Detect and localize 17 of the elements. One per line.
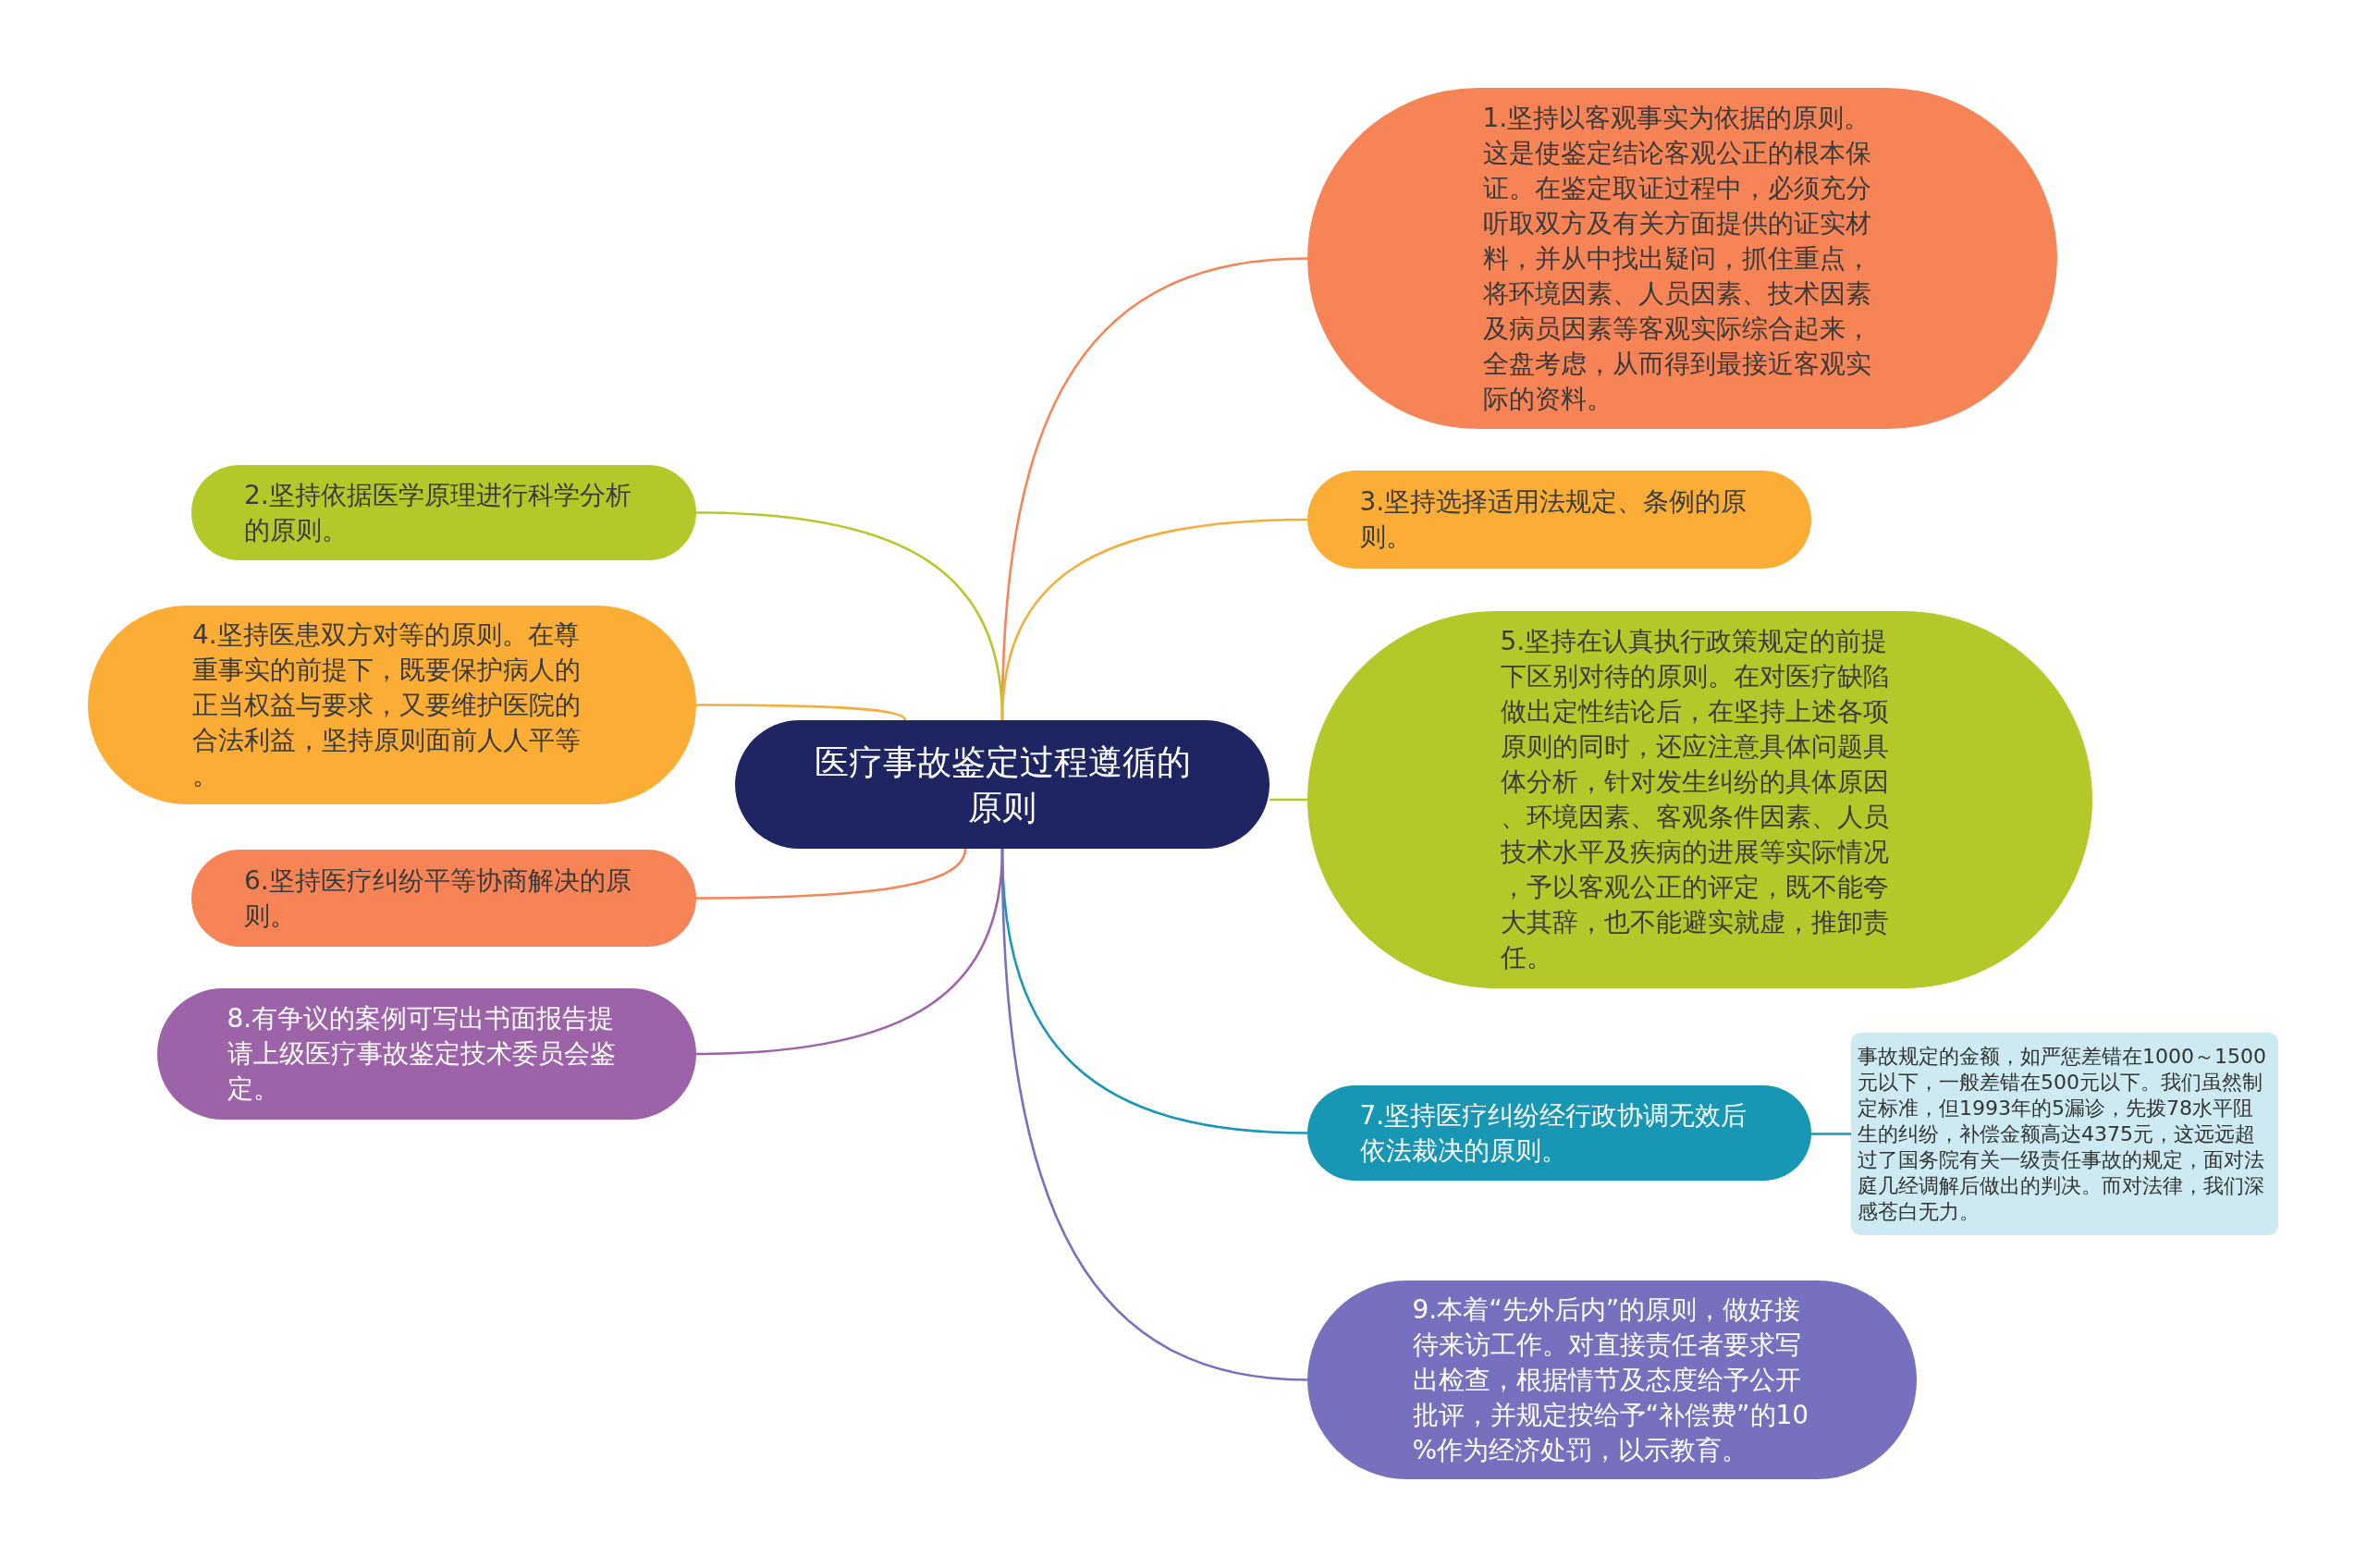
- topic-text: 5.坚持在认真执行政策规定的前提下区别对待的原则。在对医疗缺陷做出定性结论后，在坚持上述各项原则的同时，还应注意具体问题具体分析，针对发生纠纷的具体原因、环境因素、客观条件因素、人员技术水平及疾病的进展等实际情况，予以客观公正的评定，既不能夸大其辞，也不能避实就虚，推卸责任。: [1500, 625, 1890, 974]
- topic-text: 4.坚持医患双方对等的原则。在尊重事实的前提下，既要保护病人的正当权益与要求，又要维护医院的合法利益，坚持原则面前人人平等。: [192, 618, 582, 792]
- topic-text: 7.坚持医疗纠纷经行政协调无效后依法裁决的原则。: [1359, 1098, 1748, 1168]
- topic-text: 1.坚持以客观事实为依据的原则。这是使鉴定结论客观公正的根本保证。在鉴定取证过程中，必须充分听取双方及有关方面提供的证实材料，并从中找出疑问，抓住重点，将环境因素、人员因素、技术因素及病员因素等客观实际综合起来，全盘考虑，从而得到最接近客观实际的资料。: [1482, 101, 1872, 416]
- connector-line: [1269, 798, 1307, 802]
- connector-line: [696, 848, 967, 900]
- note-text: 事故规定的金额，如严惩差错在1000～1500元以下，一般差错在500元以下。我们虽然制定标准，但1993年的5漏诊，先拨78水平阻生的纠纷，补偿金额高达4375元，这远远超过了国务院有关一级责任事故的规定，面对法庭几经调解后做出的判决。而对法律，我们深感苍白无力。: [1858, 1043, 2267, 1225]
- topic-text: 9.本着“先外后内”的原则，做好接待来访工作。对直接责任者要求写出检查，根据情节及态度给予公开批评，并规定按给予“补偿费”的10%作为经济处罚，以示教育。: [1412, 1292, 1810, 1467]
- topic-text: 2.坚持依据医学原理进行科学分析的原则。: [244, 478, 632, 547]
- topic-text: 3.坚持选择适用法规定、条例的原则。: [1359, 485, 1748, 554]
- topic-text: 8.有争议的案例可写出书面报告提请上级医疗事故鉴定技术委员会鉴定。: [227, 1002, 617, 1106]
- connector-line: [1811, 1133, 1851, 1135]
- connector-line: [696, 704, 907, 721]
- central-topic-text: 医疗事故鉴定过程遵循的原则: [813, 741, 1192, 829]
- connector-line: [1000, 518, 1308, 721]
- connector-line: [1000, 848, 1308, 1381]
- topic-text: 6.坚持医疗纠纷平等协商解决的原则。: [244, 864, 632, 933]
